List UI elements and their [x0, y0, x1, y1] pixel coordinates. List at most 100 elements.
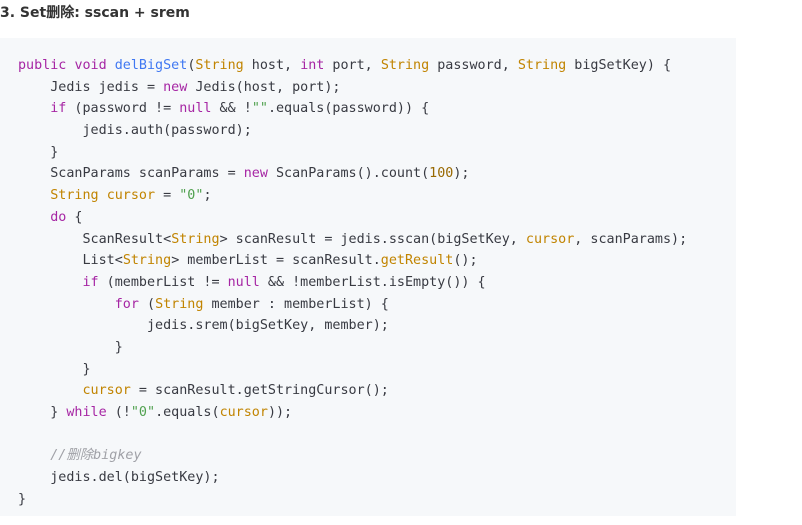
code-token-plain: = scanResult.getStringCursor();: [130, 383, 389, 399]
code-token-type: String: [380, 58, 430, 73]
code-token-type: String: [171, 231, 220, 247]
code-token-plain: && !: [211, 101, 252, 117]
code-token-plain: > scanResult = jedis.sscan(bigSetKey,: [219, 231, 526, 247]
code-token-keyword: int: [300, 58, 325, 73]
code-token-keyword: public: [18, 58, 67, 73]
code-token-plain: }: [18, 339, 123, 355]
code-line: List<String> memberList = scanResult.get…: [18, 250, 687, 272]
code-token-plain: ();: [453, 253, 478, 269]
code-content: public void delBigSet(String host, int p…: [18, 55, 687, 510]
code-token-keyword: for: [114, 296, 139, 312]
code-line: String cursor = "0";: [18, 185, 687, 207]
code-token-plain: ScanParams scanParams =: [18, 166, 244, 182]
code-token-string: "0": [179, 188, 204, 204]
code-token-variable: getResult: [380, 253, 454, 269]
page-margin: [736, 38, 802, 516]
code-line: }: [18, 337, 687, 359]
code-token-plain: List<: [18, 253, 123, 269]
code-token-type: String: [155, 296, 204, 312]
code-line: ScanResult<String> scanResult = jedis.ss…: [18, 229, 687, 251]
code-token-plain: jedis.auth(password);: [18, 123, 252, 139]
code-token-plain: ScanParams().count(: [267, 166, 430, 182]
code-line: }: [18, 142, 687, 164]
code-token-plain: [18, 101, 50, 116]
code-token-plain: password,: [429, 58, 518, 73]
code-line: Jedis jedis = new Jedis(host, port);: [18, 77, 687, 99]
code-token-keyword: void: [74, 58, 107, 73]
code-token-type: String: [50, 188, 99, 204]
code-token-comment: //删除bigkey: [50, 448, 142, 464]
code-token-string: "": [251, 101, 268, 117]
code-token-function: delBigSet: [114, 58, 188, 73]
code-token-plain: .equals(: [155, 405, 220, 420]
code-token-type: String: [517, 58, 567, 73]
code-token-plain: }: [18, 144, 59, 160]
code-token-string: "0": [130, 405, 156, 420]
code-token-plain: (: [187, 58, 196, 73]
section-heading: 3. Set删除: sscan + srem: [0, 5, 190, 21]
code-token-plain: [18, 297, 115, 312]
code-token-plain: bigSetKey) {: [566, 58, 672, 73]
code-token-plain: (password !=: [66, 101, 180, 117]
code-token-plain: );: [453, 166, 470, 182]
code-line: if (memberList != null && !memberList.is…: [18, 272, 687, 294]
code-token-keyword: if: [50, 101, 67, 117]
code-token-plain: [107, 58, 115, 73]
code-token-plain: }: [18, 361, 91, 377]
code-token-plain: }: [18, 491, 27, 507]
code-token-keyword: do: [50, 209, 67, 225]
code-line: ​: [18, 424, 687, 446]
code-token-variable: cursor: [525, 231, 575, 247]
code-token-keyword: while: [66, 405, 107, 420]
code-token-keyword: new: [243, 166, 268, 182]
code-line: if (password != null && !"".equals(passw…: [18, 98, 687, 120]
code-token-plain: [99, 188, 107, 203]
code-token-keyword: null: [227, 274, 260, 290]
code-line: ScanParams scanParams = new ScanParams()…: [18, 163, 687, 185]
code-token-plain: =: [155, 188, 180, 204]
code-token-variable: cursor: [106, 188, 156, 204]
code-line: do {: [18, 207, 687, 229]
code-token-plain: member : memberList) {: [203, 296, 389, 312]
code-token-plain: Jedis jedis =: [18, 79, 164, 95]
code-token-plain: (: [138, 296, 156, 312]
code-token-plain: [18, 383, 83, 398]
code-token-plain: , scanParams);: [574, 231, 688, 247]
code-token-plain: ));: [267, 405, 293, 420]
code-line: jedis.srem(bigSetKey, member);: [18, 315, 687, 337]
code-token-plain: jedis.srem(bigSetKey, member);: [18, 318, 389, 334]
code-token-plain: [18, 275, 83, 290]
code-token-plain: && !memberList.isEmpty()) {: [259, 274, 486, 290]
code-token-plain: [18, 188, 50, 203]
code-token-keyword: null: [179, 101, 212, 117]
code-token-plain: {: [66, 209, 83, 225]
code-token-keyword: if: [82, 274, 99, 290]
code-line: cursor = scanResult.getStringCursor();: [18, 380, 687, 402]
code-token-plain: .equals(password)) {: [267, 101, 430, 117]
code-token-plain: (!: [106, 405, 131, 420]
code-token-number: 100: [429, 166, 454, 182]
code-token-plain: [18, 448, 50, 463]
code-token-plain: host,: [243, 58, 301, 73]
code-token-type: String: [195, 58, 244, 73]
code-token-variable: cursor: [82, 383, 131, 399]
code-line: } while (!"0".equals(cursor));: [18, 402, 687, 424]
code-token-type: String: [122, 253, 172, 269]
code-token-variable: cursor: [219, 405, 268, 420]
code-line: public void delBigSet(String host, int p…: [18, 55, 687, 77]
code-block: public void delBigSet(String host, int p…: [0, 38, 736, 516]
code-token-plain: (memberList !=: [98, 274, 228, 290]
code-token-keyword: new: [163, 79, 188, 95]
code-token-plain: [18, 210, 50, 225]
code-token-plain: jedis.del(bigSetKey);: [18, 470, 220, 486]
code-line: for (String member : memberList) {: [18, 294, 687, 316]
code-line: //删除bigkey: [18, 445, 687, 467]
code-token-plain: Jedis(host, port);: [187, 79, 341, 95]
code-token-plain: > memberList = scanResult.: [171, 253, 381, 269]
code-line: jedis.del(bigSetKey);: [18, 467, 687, 489]
code-token-plain: ScanResult<: [18, 231, 172, 247]
code-token-plain: ;: [203, 188, 212, 204]
code-line: jedis.auth(password);: [18, 120, 687, 142]
code-token-plain: }: [18, 405, 67, 420]
code-line: }: [18, 359, 687, 381]
